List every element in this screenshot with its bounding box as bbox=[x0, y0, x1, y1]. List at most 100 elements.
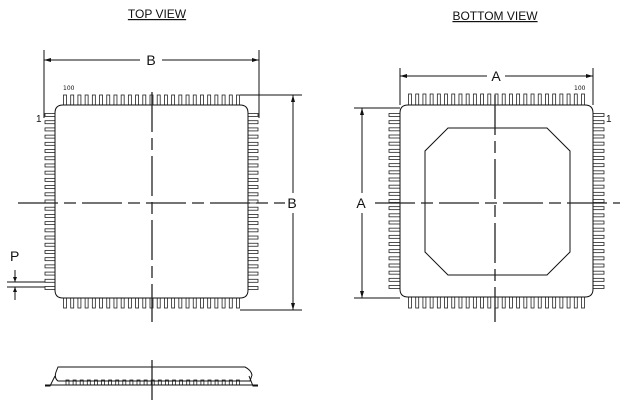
bottom-view-pin-top bbox=[545, 93, 549, 106]
bottom-view-pin-right bbox=[592, 170, 605, 175]
bottom-view-pin-left bbox=[388, 234, 401, 239]
top-view-pin-top bbox=[171, 94, 176, 106]
bottom-pin-100-label: 100 bbox=[574, 85, 586, 92]
bottom-view-pin-left bbox=[388, 256, 401, 261]
top-view-pin-right bbox=[247, 257, 259, 262]
top-view-pin-left bbox=[44, 250, 56, 254]
top-view-pin-bottom bbox=[171, 297, 176, 309]
top-view-pin-bottom bbox=[236, 297, 240, 309]
top-view-pin-left bbox=[44, 271, 56, 276]
bottom-view-dimension-a-horizontal bbox=[399, 68, 594, 105]
top-view-pin-right bbox=[247, 156, 259, 161]
top-view-pin-right bbox=[247, 141, 259, 146]
top-view-body bbox=[54, 104, 249, 299]
bottom-view-pin-left bbox=[388, 156, 401, 160]
bottom-view-pin-top bbox=[559, 93, 564, 106]
dimension-b-vertical-label: B bbox=[287, 195, 296, 211]
top-view-pin-bottom bbox=[207, 297, 212, 309]
top-view-pin-left bbox=[44, 127, 56, 132]
top-view-pin-left bbox=[44, 264, 56, 269]
bottom-view-pin-left bbox=[388, 134, 401, 139]
top-view-pin-right bbox=[247, 242, 259, 247]
bottom-view-pin-bottom bbox=[552, 296, 557, 309]
bottom-view-pin-top bbox=[429, 93, 434, 106]
top-view-pin-left bbox=[44, 163, 56, 168]
top-view-pin-left bbox=[44, 120, 56, 125]
top-view-pin-bottom bbox=[221, 297, 226, 309]
bottom-view-pin-bottom bbox=[501, 296, 506, 309]
top-view-pin-right bbox=[247, 149, 259, 153]
bottom-view-pin-bottom bbox=[422, 296, 427, 309]
bottom-view-pin-right bbox=[592, 220, 605, 225]
top-view-pin-top bbox=[200, 94, 204, 106]
top-view-pin-left bbox=[44, 228, 56, 233]
bottom-view-pin-left bbox=[388, 184, 401, 189]
top-view-pin-left bbox=[44, 278, 56, 283]
top-view-pin-left bbox=[44, 257, 56, 262]
bottom-view-pin-bottom bbox=[472, 296, 477, 309]
bottom-view-pin-top bbox=[537, 93, 542, 106]
top-view-pin-bottom bbox=[113, 297, 118, 309]
bottom-view-pin-top bbox=[472, 93, 477, 106]
bottom-view-pin-top bbox=[552, 93, 557, 106]
bottom-view-dimension-a-vertical bbox=[354, 107, 400, 299]
top-view-pin-top bbox=[113, 94, 118, 106]
top-view-pin-right bbox=[247, 264, 259, 269]
bottom-view-pin-bottom bbox=[509, 296, 513, 309]
bottom-view-pin-bottom bbox=[458, 296, 463, 309]
top-view-pin-top bbox=[207, 94, 212, 106]
top-view-pin-top bbox=[185, 94, 190, 106]
top-view-pin-left bbox=[44, 221, 56, 226]
top-view-pin-bottom bbox=[200, 297, 204, 309]
top-view-pin-left bbox=[44, 134, 56, 139]
bottom-view-pin-top bbox=[487, 93, 492, 106]
bottom-view-pin-bottom bbox=[581, 296, 585, 309]
top-view-dimension-b-vertical bbox=[240, 94, 302, 311]
top-view-pin-top bbox=[91, 94, 96, 106]
bottom-view-pin-right bbox=[592, 177, 605, 182]
top-view-pin-right bbox=[247, 206, 259, 211]
top-view-pin-left bbox=[44, 113, 56, 117]
bottom-view-pin-top bbox=[444, 93, 448, 106]
bottom-view-pin-top bbox=[509, 93, 513, 106]
top-view-pin-right bbox=[247, 278, 259, 283]
bottom-view-pin-top bbox=[501, 93, 506, 106]
bottom-view-pin-top bbox=[422, 93, 427, 106]
bottom-view-pin-right bbox=[592, 270, 605, 275]
side-view bbox=[45, 360, 258, 402]
top-pin-100-label: 100 bbox=[63, 85, 75, 92]
top-view-pin-top bbox=[178, 94, 183, 106]
bottom-view-pin-left bbox=[388, 127, 401, 132]
top-view-pin-right bbox=[247, 170, 259, 175]
top-view-pin-bottom bbox=[214, 297, 219, 309]
bottom-view-pin-right bbox=[592, 113, 605, 117]
top-view-pin-top bbox=[214, 94, 219, 106]
bottom-view-pin-right bbox=[592, 213, 605, 218]
top-view-pin-bottom bbox=[192, 297, 197, 309]
top-view-pin-left bbox=[44, 185, 56, 189]
bottom-view-pin-right bbox=[592, 249, 605, 254]
top-view-pin-right bbox=[247, 286, 259, 290]
bottom-view-pin-top bbox=[480, 93, 484, 106]
bottom-view-pin-top bbox=[415, 93, 420, 106]
top-view-pin-top bbox=[127, 94, 132, 106]
bottom-view-pin-bottom bbox=[559, 296, 564, 309]
bottom-view-pin-left bbox=[388, 249, 401, 254]
bottom-view-pin-left bbox=[388, 242, 401, 246]
bottom-view-pin-top bbox=[458, 93, 463, 106]
bottom-view-pin-bottom bbox=[516, 296, 521, 309]
top-view-pin-bottom bbox=[91, 297, 96, 309]
bottom-view-pin-bottom bbox=[537, 296, 542, 309]
bottom-view-pin-top bbox=[573, 93, 578, 106]
bottom-view-pin-top bbox=[566, 93, 571, 106]
bottom-view-pin-right bbox=[592, 148, 605, 153]
bottom-view-pin-left bbox=[388, 227, 401, 232]
bottom-view-body bbox=[399, 104, 594, 298]
exposed-pad-outline bbox=[424, 127, 571, 276]
bottom-view-pin-left bbox=[388, 163, 401, 168]
bottom-view-pin-bottom bbox=[415, 296, 420, 309]
bottom-view-pin-bottom bbox=[429, 296, 434, 309]
bottom-view-pin-left bbox=[388, 277, 401, 282]
dimension-a-vertical-label: A bbox=[356, 195, 366, 211]
bottom-view-pin-right bbox=[592, 242, 605, 246]
